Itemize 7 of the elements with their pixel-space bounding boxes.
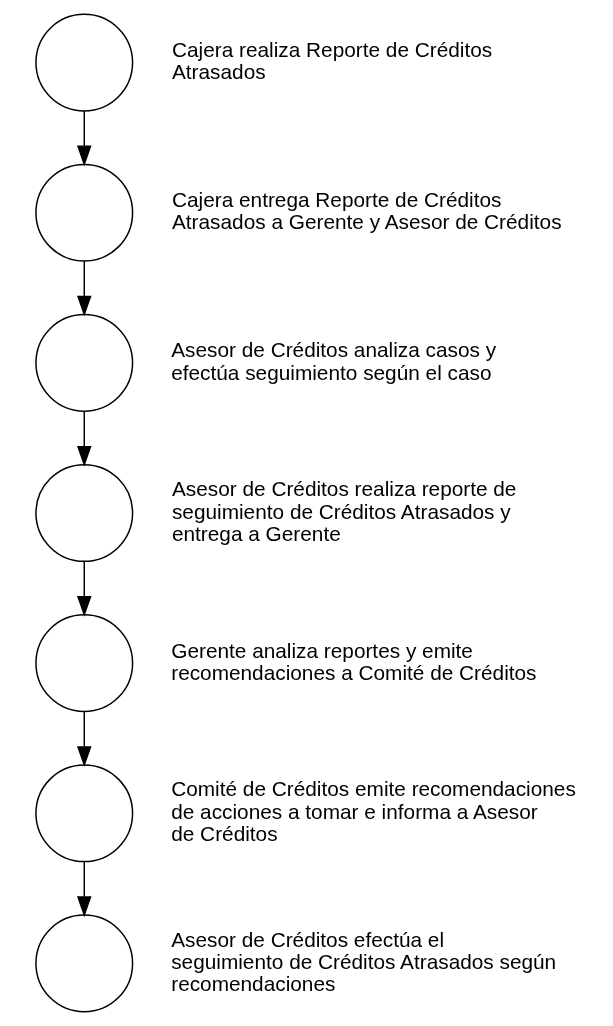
node-label: Gerente analiza reportes y emite recomendaciones a Comité de Créditos: [171, 638, 537, 684]
node-label: Asesor de Créditos efectúa el seguimiento de Créditos Atrasados según recomendaciones: [171, 927, 557, 996]
node-label: Cajera realiza Reporte de Créditos Atrasados: [171, 37, 493, 84]
node-label: Cajera entrega Reporte de Créditos Atrasados a Gerente y Asesor de Créditos: [171, 188, 562, 234]
node-label: Asesor de Créditos realiza reporte de seguimiento de Créditos Atrasados y entrega a Gerente: [171, 477, 517, 545]
node-label: Asesor de Créditos analiza casos y efectúa seguimiento según el caso: [171, 338, 497, 384]
node-label: Comité de Créditos emite recomendaciones de acciones a tomar e informa a Asesor de Créditos: [171, 777, 576, 846]
